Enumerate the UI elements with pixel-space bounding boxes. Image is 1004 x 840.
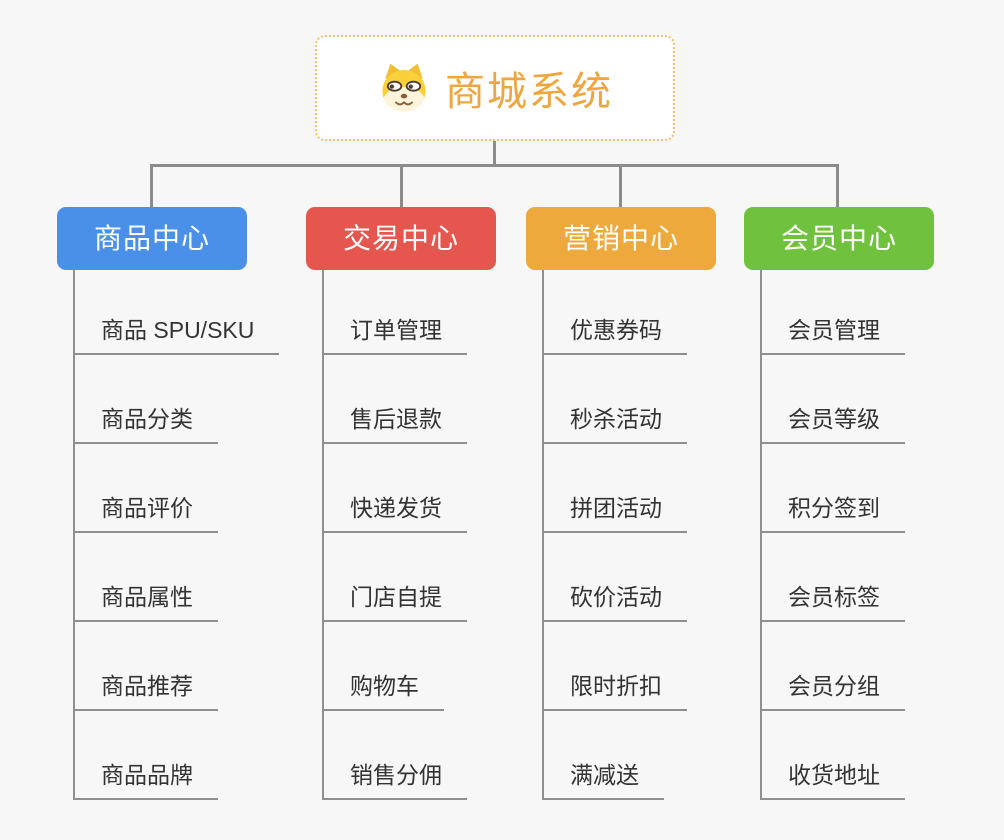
child-node-coupon-code[interactable]: 优惠券码 (542, 270, 687, 355)
child-node-member-management[interactable]: 会员管理 (760, 270, 905, 355)
connector-horizontal (150, 164, 839, 167)
root-node-mall-system[interactable]: 商城系统 (315, 35, 675, 141)
child-node-express-delivery[interactable]: 快递发货 (322, 444, 467, 533)
root-title: 商城系统 (445, 70, 613, 114)
child-node-product-spu-sku[interactable]: 商品 SPU/SKU (73, 270, 280, 355)
branch-marketing-center: 营销中心 优惠券码 秒杀活动 拼团活动 砍价活动 限时折扣 满减送 (526, 207, 716, 800)
child-node-points-checkin[interactable]: 积分签到 (760, 444, 905, 533)
child-node-shipping-address[interactable]: 收货地址 (760, 711, 905, 800)
child-node-product-recommend[interactable]: 商品推荐 (73, 622, 218, 711)
branch-node-product-center[interactable]: 商品中心 (57, 207, 247, 270)
child-node-bargain-activity[interactable]: 砍价活动 (542, 533, 687, 622)
child-node-product-category[interactable]: 商品分类 (73, 355, 218, 444)
child-node-member-group[interactable]: 会员分组 (760, 622, 905, 711)
branch-member-children: 会员管理 会员等级 积分签到 会员标签 会员分组 收货地址 (760, 270, 934, 800)
child-node-store-pickup[interactable]: 门店自提 (322, 533, 467, 622)
branch-marketing-children: 优惠券码 秒杀活动 拼团活动 砍价活动 限时折扣 满减送 (542, 270, 716, 800)
child-node-member-tag[interactable]: 会员标签 (760, 533, 905, 622)
child-node-limited-time-discount[interactable]: 限时折扣 (542, 622, 687, 711)
branch-product-children: 商品 SPU/SKU 商品分类 商品评价 商品属性 商品推荐 商品品牌 (73, 270, 280, 800)
connector-root-vertical (493, 141, 496, 164)
dog-face-icon (382, 63, 426, 112)
child-node-group-buy[interactable]: 拼团活动 (542, 444, 687, 533)
branch-node-marketing-center[interactable]: 营销中心 (526, 207, 716, 270)
branch-member-center: 会员中心 会员管理 会员等级 积分签到 会员标签 会员分组 收货地址 (744, 207, 934, 800)
child-node-flash-sale[interactable]: 秒杀活动 (542, 355, 687, 444)
connector-branch-4-vertical (836, 164, 839, 207)
connector-branch-3-vertical (619, 164, 622, 207)
child-node-product-brand[interactable]: 商品品牌 (73, 711, 218, 800)
branch-trade-center: 交易中心 订单管理 售后退款 快递发货 门店自提 购物车 销售分佣 (306, 207, 496, 800)
branch-node-trade-center[interactable]: 交易中心 (306, 207, 496, 270)
child-node-order-management[interactable]: 订单管理 (322, 270, 467, 355)
child-node-product-attribute[interactable]: 商品属性 (73, 533, 218, 622)
connector-branch-1-vertical (150, 164, 153, 207)
child-node-shopping-cart[interactable]: 购物车 (322, 622, 444, 711)
child-node-product-review[interactable]: 商品评价 (73, 444, 218, 533)
connector-branch-2-vertical (400, 164, 403, 207)
child-node-full-reduction[interactable]: 满减送 (542, 711, 664, 800)
child-node-sales-commission[interactable]: 销售分佣 (322, 711, 467, 800)
child-node-aftersale-refund[interactable]: 售后退款 (322, 355, 467, 444)
child-node-member-level[interactable]: 会员等级 (760, 355, 905, 444)
branch-node-member-center[interactable]: 会员中心 (744, 207, 934, 270)
branch-trade-children: 订单管理 售后退款 快递发货 门店自提 购物车 销售分佣 (322, 270, 496, 800)
branch-product-center: 商品中心 商品 SPU/SKU 商品分类 商品评价 商品属性 商品推荐 商品品牌 (57, 207, 280, 800)
